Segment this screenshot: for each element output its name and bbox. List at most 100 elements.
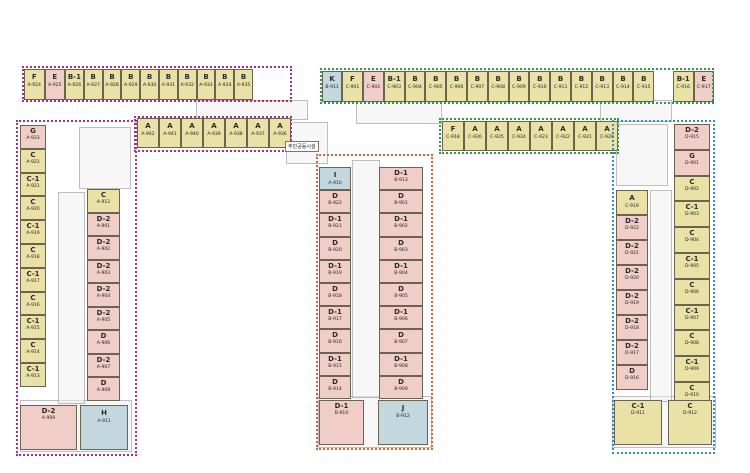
unit-type-label: I bbox=[333, 171, 337, 179]
core-area bbox=[58, 192, 85, 404]
unit-number-label: C-905 bbox=[428, 85, 443, 90]
unit-number-label: A-914 bbox=[26, 350, 40, 356]
unit-number-label: C-901 bbox=[345, 85, 360, 90]
unit-type-label: D-2 bbox=[625, 342, 639, 350]
unit-type-label: D bbox=[398, 192, 404, 201]
unit-number-label: D-910 bbox=[685, 393, 699, 398]
unit-number-label: C-921 bbox=[578, 135, 592, 140]
unit-number-label: B-918 bbox=[328, 294, 342, 299]
unit-number-label: C-903 bbox=[387, 85, 402, 90]
unit-number-label: C-906 bbox=[449, 85, 464, 90]
unit-type-label: B bbox=[537, 75, 543, 83]
unit-type-label: D-2 bbox=[96, 214, 111, 223]
unit-type-label: D-2 bbox=[625, 317, 639, 325]
unit-number-label: B-910 bbox=[334, 411, 349, 416]
unit-number-label: A-942 bbox=[141, 132, 155, 137]
unit-type-label: C bbox=[689, 332, 695, 341]
core-area bbox=[79, 127, 131, 189]
unit-type-label: D-2 bbox=[41, 407, 56, 415]
unit-number-label: D-902 bbox=[685, 186, 699, 192]
unit-type-label: D bbox=[398, 331, 404, 340]
unit-type-label: B bbox=[599, 75, 605, 83]
unit-number-label: A-911 bbox=[97, 419, 111, 424]
unit-number-label: B-906 bbox=[394, 317, 408, 323]
unit-type-label: A bbox=[255, 122, 261, 130]
unit-number-label: D-917 bbox=[625, 351, 639, 356]
unit-type-label: C bbox=[30, 293, 36, 302]
zone-c-top-boundary bbox=[320, 68, 714, 104]
unit-type-label: D bbox=[398, 377, 404, 386]
unit-number-label: D-915 bbox=[685, 135, 699, 140]
unit-type-label: A bbox=[211, 122, 217, 130]
unit-number-label: D-906 bbox=[685, 289, 699, 295]
unit-number-label: B-917 bbox=[328, 317, 342, 323]
unit-number-label: A-908 bbox=[96, 388, 111, 393]
unit-number-label: C-917 bbox=[696, 85, 711, 90]
unit-type-label: B bbox=[641, 75, 647, 83]
unit-number-label: D-922 bbox=[625, 226, 639, 231]
unit-type-label: D-2 bbox=[96, 261, 111, 270]
unit-a-934: B A-934 bbox=[215, 69, 235, 100]
unit-number-label: B-919 bbox=[328, 270, 342, 276]
unit-number-label: A-912 bbox=[96, 200, 111, 205]
unit-number-label: A-932 bbox=[180, 83, 194, 88]
unit-number-label: A-933 bbox=[199, 83, 213, 88]
unit-number-label: A-919 bbox=[26, 231, 40, 237]
unit-number-label: A-917 bbox=[26, 278, 40, 284]
unit-type-label: B bbox=[453, 75, 460, 83]
unit-type-label: C bbox=[30, 150, 36, 159]
unit-number-label: B-909 bbox=[394, 386, 408, 392]
unit-number-label: C-912 bbox=[574, 85, 589, 90]
unit-number-label: C-920 bbox=[600, 135, 614, 140]
unit-number-label: C-919 bbox=[625, 204, 639, 209]
unit-type-label: C-1 bbox=[26, 222, 40, 231]
unit-type-label: G bbox=[689, 151, 695, 160]
unit-number-label: A-921 bbox=[26, 183, 40, 189]
unit-type-label: D-2 bbox=[625, 217, 639, 225]
unit-number-label: A-934 bbox=[218, 83, 232, 88]
unit-number-label: D-921 bbox=[625, 251, 639, 256]
unit-type-label: C-1 bbox=[685, 306, 699, 315]
core-area bbox=[616, 124, 668, 186]
unit-type-label: C bbox=[687, 402, 693, 410]
unit-type-label: D-1 bbox=[328, 215, 342, 224]
unit-number-label: D-920 bbox=[625, 276, 639, 281]
unit-type-label: D bbox=[332, 285, 338, 293]
unit-number-label: C-926 bbox=[468, 135, 482, 140]
unit-type-label: B bbox=[184, 73, 190, 81]
unit-number-label: B-903 bbox=[394, 247, 408, 253]
unit-number-label: A-920 bbox=[26, 207, 40, 213]
unit-type-label: D-2 bbox=[96, 308, 111, 317]
unit-type-label: A bbox=[538, 125, 544, 133]
unit-type-label: D bbox=[100, 379, 107, 387]
unit-number-label: B-905 bbox=[394, 294, 408, 299]
unit-type-label: B bbox=[109, 73, 115, 81]
unit-type-label: D-1 bbox=[394, 354, 408, 363]
unit-number-label: C-916 bbox=[676, 85, 691, 90]
unit-type-label: B bbox=[222, 73, 228, 81]
unit-number-label: B-914 bbox=[328, 386, 342, 392]
